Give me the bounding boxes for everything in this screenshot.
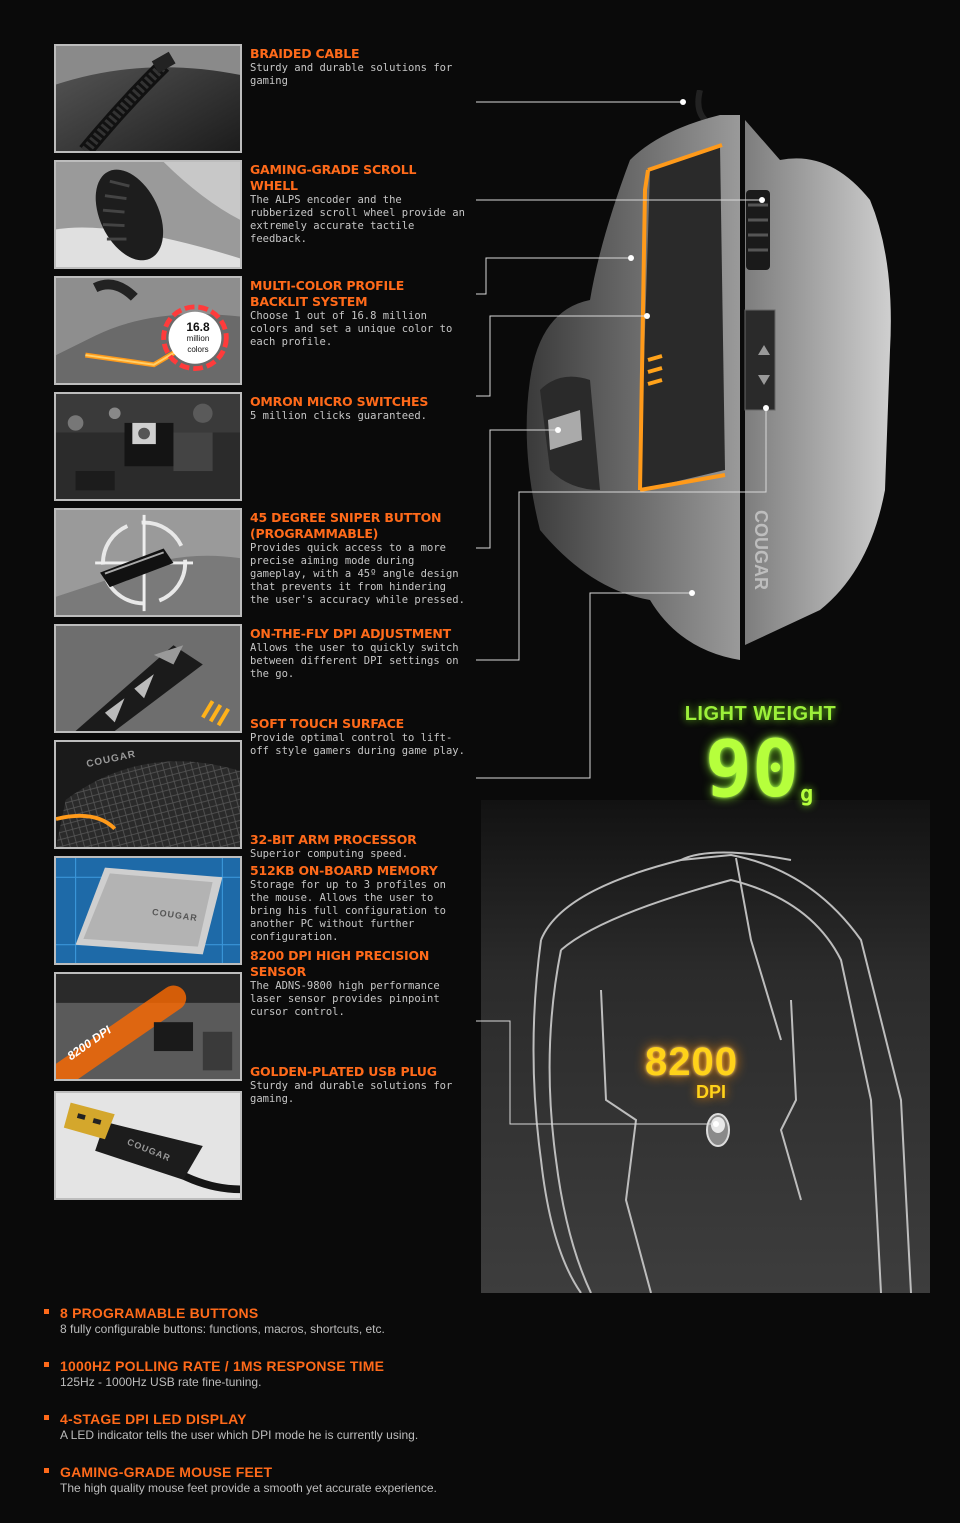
thumb-soft-touch: COUGAR [54,740,242,849]
colors-badge: 16.8 million colors [174,320,222,355]
colors-badge-line1: million [186,334,210,343]
mouse-top-view: COUGAR [500,89,930,690]
feature-braided-cable: BRAIDED CABLE Sturdy and durable solutio… [250,46,465,88]
thumb-omron-switches [54,392,242,501]
bottom-feature-buttons: 8 PROGRAMABLE BUTTONS 8 fully configurab… [44,1305,604,1337]
bottom-feature-title: 1000HZ POLLING RATE / 1MS RESPONSE TIME [60,1358,385,1374]
feature-title: ON-THE-FLY DPI ADJUSTMENT [250,626,451,641]
feature-arm-processor: 32-BIT ARM PROCESSOR Superior computing … [250,832,465,861]
bullet-icon [44,1468,49,1473]
feature-desc: Sturdy and durable solutions for gaming. [250,1080,453,1105]
feature-title: 512KB ON-BOARD MEMORY [250,863,438,878]
bullet-icon [44,1309,49,1314]
thumb-scroll-wheel [54,160,242,269]
feature-title: MULTI-COLOR PROFILE BACKLIT SYSTEM [250,278,405,309]
thumb-braided-cable [54,44,242,153]
bottom-feature-polling: 1000HZ POLLING RATE / 1MS RESPONSE TIME … [44,1358,604,1390]
feature-desc: Choose 1 out of 16.8 million colors and … [250,310,453,348]
bottom-feature-desc: 125Hz - 1000Hz USB rate fine-tuning. [60,1375,262,1389]
feature-usb-plug: GOLDEN-PLATED USB PLUG Sturdy and durabl… [250,1064,465,1106]
thumb-usb-plug: COUGAR [54,1091,242,1200]
feature-dpi-adjust: ON-THE-FLY DPI ADJUSTMENT Allows the use… [250,626,465,681]
weight-value: 90 [705,725,799,815]
bottom-feature-title: 8 PROGRAMABLE BUTTONS [60,1305,259,1321]
thumb-arm-processor: COUGAR [54,856,242,965]
thumb-dpi-sensor: 8200 DPI [54,972,242,1081]
feature-title: GOLDEN-PLATED USB PLUG [250,1064,437,1079]
feature-title: 8200 DPI HIGH PRECISION SENSOR [250,948,430,979]
feature-desc: Provide optimal control to lift-off styl… [250,732,465,757]
colors-badge-line2: colors [187,345,209,354]
feature-sniper: 45 DEGREE SNIPER BUTTON (PROGRAMMABLE) P… [250,510,465,607]
feature-title: 32-BIT ARM PROCESSOR [250,832,417,847]
mouse-brand-text: COUGAR [751,510,771,590]
bottom-feature-led-display: 4-STAGE DPI LED DISPLAY A LED indicator … [44,1411,604,1443]
dpi-label: DPI [696,1082,727,1102]
bottom-feature-title: GAMING-GRADE MOUSE FEET [60,1464,273,1480]
feature-desc: Superior computing speed. [250,848,409,860]
feature-desc: The ALPS encoder and the rubberized scro… [250,194,465,245]
feature-title: BRAIDED CABLE [250,46,360,61]
feature-title: 45 DEGREE SNIPER BUTTON (PROGRAMMABLE) [250,510,442,541]
bottom-feature-desc: 8 fully configurable buttons: functions,… [60,1322,385,1336]
bottom-feature-desc: A LED indicator tells the user which DPI… [60,1428,419,1442]
thumb-backlit: 16.8 million colors [54,276,242,385]
colors-badge-number: 16.8 [186,320,210,334]
feature-sensor: 8200 DPI HIGH PRECISION SENSOR The ADNS-… [250,948,465,1019]
feature-desc: Storage for up to 3 profiles on the mous… [250,879,446,943]
feature-backlit: MULTI-COLOR PROFILE BACKLIT SYSTEM Choos… [250,278,465,349]
bullet-icon [44,1415,49,1420]
feature-title: GAMING-GRADE SCROLL WHELL [250,162,417,193]
thumb-sniper-button [54,508,242,617]
dpi-value: 8200 [645,1040,738,1084]
feature-title: OMRON MICRO SWITCHES [250,394,429,409]
bullet-icon [44,1362,49,1367]
weight-unit: g [800,782,814,807]
feature-memory: 512KB ON-BOARD MEMORY Storage for up to … [250,863,465,944]
feature-soft-touch: SOFT TOUCH SURFACE Provide optimal contr… [250,716,465,758]
feature-desc: Provides quick access to a more precise … [250,542,465,606]
feature-desc: Allows the user to quickly switch betwee… [250,642,459,680]
feature-title: SOFT TOUCH SURFACE [250,716,405,731]
feature-desc: The ADNS-9800 high performance laser sen… [250,980,440,1018]
bottom-feature-title: 4-STAGE DPI LED DISPLAY [60,1411,247,1427]
mouse-brand-logo: COUGAR [751,510,771,590]
weight-title: LIGHT WEIGHT [684,703,837,725]
feature-desc: Sturdy and durable solutions for gaming [250,62,453,87]
bottom-feature-mouse-feet: GAMING-GRADE MOUSE FEET The high quality… [44,1464,604,1496]
feature-omron: OMRON MICRO SWITCHES 5 million clicks gu… [250,394,465,423]
feature-scroll-wheel: GAMING-GRADE SCROLL WHELL The ALPS encod… [250,162,465,246]
thumb-dpi-adjust [54,624,242,733]
bottom-feature-desc: The high quality mouse feet provide a sm… [60,1481,437,1495]
feature-desc: 5 million clicks guaranteed. [250,410,428,422]
